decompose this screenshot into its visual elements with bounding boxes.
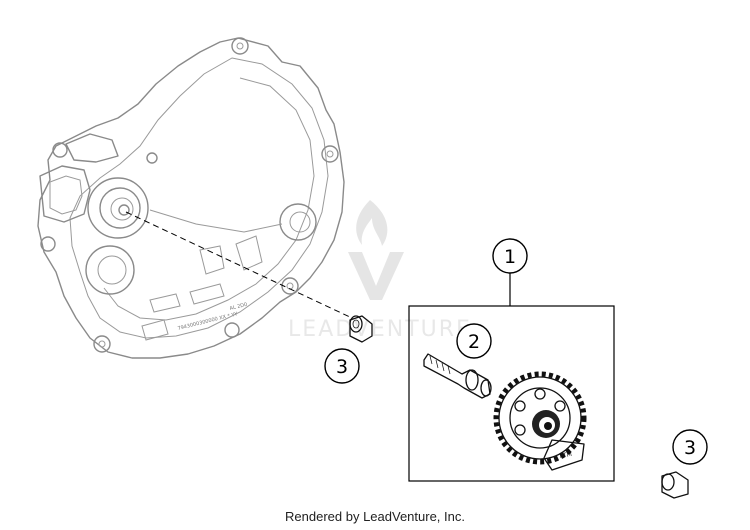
clutch-cover: AL 2D0 7943000300000 XX * YY <box>37 37 345 359</box>
callout-3-right[interactable]: 3 <box>672 429 708 465</box>
bushing-left-body <box>349 315 373 343</box>
callout-3-left-circle <box>324 348 360 384</box>
watermark: LEADVENTURE <box>288 200 472 342</box>
cover-left-housing <box>39 165 91 223</box>
cover-right-boss-inner <box>289 211 311 233</box>
cover-bolt-boss-3 <box>281 277 299 295</box>
watermark-flame-icon <box>356 200 388 246</box>
cover-bolt-boss-6 <box>52 142 68 158</box>
cover-rib-5 <box>141 319 169 341</box>
gear-hole-1 <box>534 388 546 400</box>
callout-2-circle <box>456 323 492 359</box>
cover-outline <box>37 37 345 359</box>
callout-2[interactable]: 2 <box>456 323 492 359</box>
cover-inner-rim <box>69 57 329 339</box>
cover-bolt-hole-3 <box>286 282 294 290</box>
cover-lower-recess-inner <box>97 255 127 285</box>
kit-box <box>408 305 615 482</box>
gear-hub-bore <box>544 422 552 430</box>
bushing-left-bore <box>352 319 360 329</box>
cover-bolt-boss-5 <box>93 335 111 353</box>
cover-bolt-hole-5 <box>98 340 106 348</box>
cover-bolt-boss-1 <box>231 37 249 55</box>
shaft-collar <box>465 369 479 391</box>
callout-3-left-label: 3 <box>336 356 348 378</box>
cover-marking-2: 7943000300000 XX * YY <box>177 311 239 332</box>
watermark-v-icon <box>348 252 404 300</box>
kickstarter-gear: KTM <box>493 371 587 471</box>
cover-rib-2 <box>189 283 225 305</box>
bushing-left-face <box>349 315 363 333</box>
cover-left-housing-inner <box>49 175 83 215</box>
bushing-right-face <box>661 473 675 491</box>
callout-1[interactable]: 1 <box>492 238 528 274</box>
cover-bolt-boss-2 <box>321 145 339 163</box>
bushing-right-body <box>661 471 689 499</box>
gear-hole-4 <box>514 424 526 436</box>
shaft-spline-3 <box>441 362 445 372</box>
cover-bolt-boss-7 <box>40 236 56 252</box>
cover-bolt-boss-4 <box>224 322 240 338</box>
gear-hole-3 <box>514 400 526 412</box>
cover-web <box>149 209 283 233</box>
cover-rib-4 <box>199 245 225 275</box>
cover-bearing-boss-mid <box>99 187 141 229</box>
gear-outline <box>498 376 582 460</box>
shaft-spline-4 <box>447 365 451 375</box>
cover-lower-recess-outer <box>85 245 135 295</box>
callout-1-circle <box>492 238 528 274</box>
cover-bolt-hole-1 <box>236 42 244 50</box>
assembly-line <box>125 211 353 319</box>
render-credit: Rendered by LeadVenture, Inc. <box>285 509 465 524</box>
callout-3-left[interactable]: 3 <box>324 348 360 384</box>
gear-ratchet-plate <box>543 439 585 471</box>
shaft-end <box>480 379 492 397</box>
gear-marking: KTM <box>559 451 572 460</box>
cover-marking-1: AL 2D0 <box>229 302 248 312</box>
callout-3-right-label: 3 <box>684 437 696 459</box>
callout-1-label: 1 <box>504 246 516 268</box>
gear-web <box>509 387 571 449</box>
callout-2-label: 2 <box>468 331 480 353</box>
cover-bearing-boss-outer <box>87 177 149 239</box>
cover-inner-rim-2 <box>103 77 315 321</box>
watermark-text: LEADVENTURE <box>288 317 472 342</box>
bushing-right <box>661 471 689 499</box>
callout-3-right-circle <box>672 429 708 465</box>
cover-bearing-bore <box>118 204 130 216</box>
kickstarter-shaft <box>423 353 492 399</box>
shaft-spline-1 <box>429 355 433 365</box>
shaft-spline-2 <box>435 359 439 369</box>
shaft-body <box>423 353 491 399</box>
cover-rib-3 <box>235 235 263 271</box>
cover-bolt-hole-2 <box>326 150 334 158</box>
bushing-left <box>349 315 373 343</box>
cover-upper-lug <box>65 133 119 163</box>
cover-bearing-boss-inner <box>110 197 134 221</box>
gear-hole-2 <box>554 400 566 412</box>
cover-bolt-boss-8 <box>146 152 158 164</box>
cover-rib-1 <box>149 293 181 313</box>
cover-right-boss-outer <box>279 203 317 241</box>
